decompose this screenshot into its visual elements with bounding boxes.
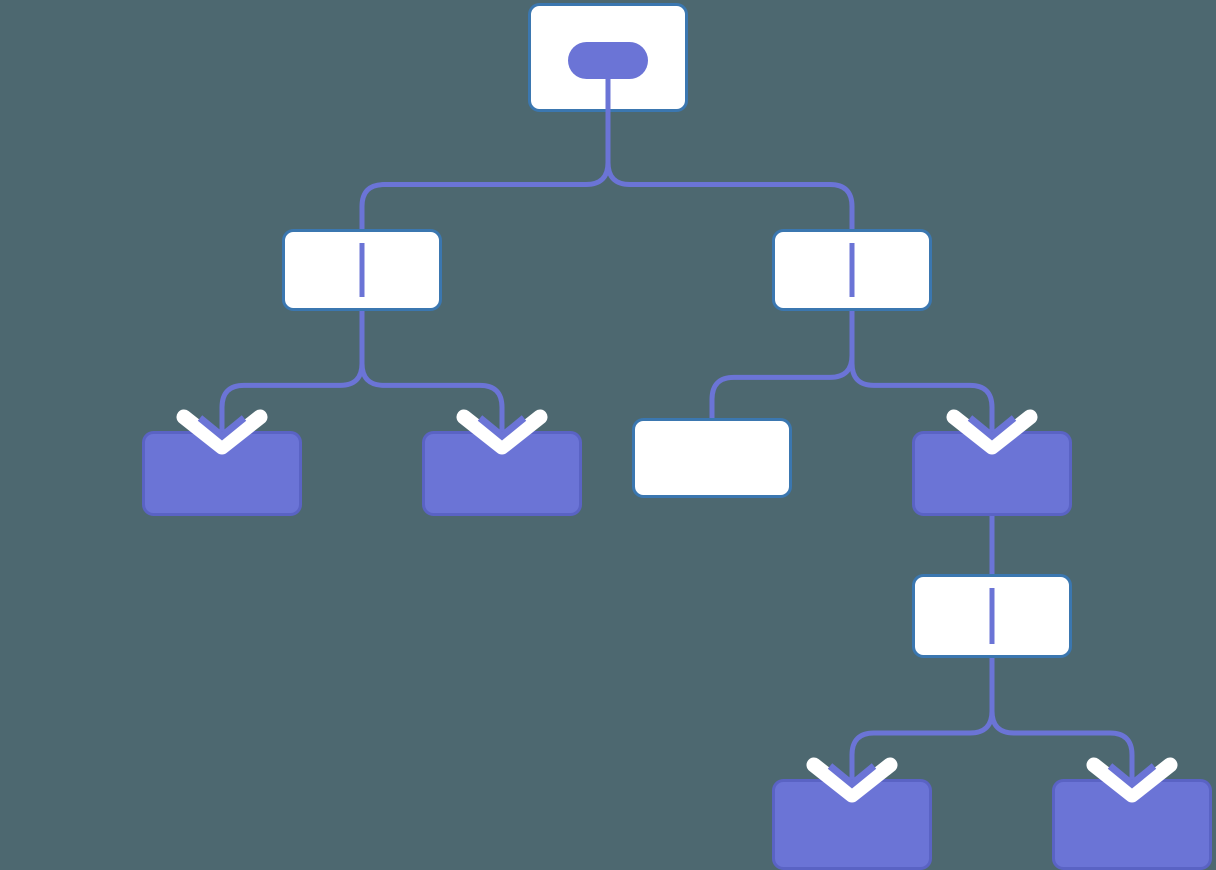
arrow-down-icon [806,757,898,803]
arrow-head [967,415,1017,441]
arrow-chevron-outline [456,409,548,455]
arrow-head [477,415,527,441]
node-layer [142,3,1212,870]
edge-layer-background [219,112,1135,779]
arrow-down-icon [456,409,548,455]
arrow-chevron-outline [946,409,1038,455]
edge-n8-to-n9[interactable] [849,658,995,779]
edge-n2-to-n4[interactable] [219,311,365,431]
edge-n1-to-n3[interactable] [605,112,855,229]
arrow-marker-layer [176,409,1178,803]
arrow-chevron-outline [1086,757,1178,803]
arrow-head [827,763,877,789]
arrow-chevron-outline [806,757,898,803]
arrow-down-icon [1086,757,1178,803]
arrow-head [197,415,247,441]
node-body[interactable] [632,418,792,498]
edge-n3-to-n6[interactable] [709,311,855,418]
node-n1[interactable] [528,3,688,113]
edge-n8-to-n10[interactable] [989,658,1135,779]
edge-n2-to-n5[interactable] [359,311,505,431]
edge-layer-foreground [359,243,995,644]
arrow-head [1107,763,1157,789]
edge-n1-to-n2[interactable] [359,112,611,229]
edge-n3-to-n7[interactable] [849,311,995,431]
node-pill-badge [568,42,648,79]
arrow-down-icon [946,409,1038,455]
arrow-chevron-outline [176,409,268,455]
arrow-down-icon [176,409,268,455]
node-n6[interactable] [632,418,792,498]
